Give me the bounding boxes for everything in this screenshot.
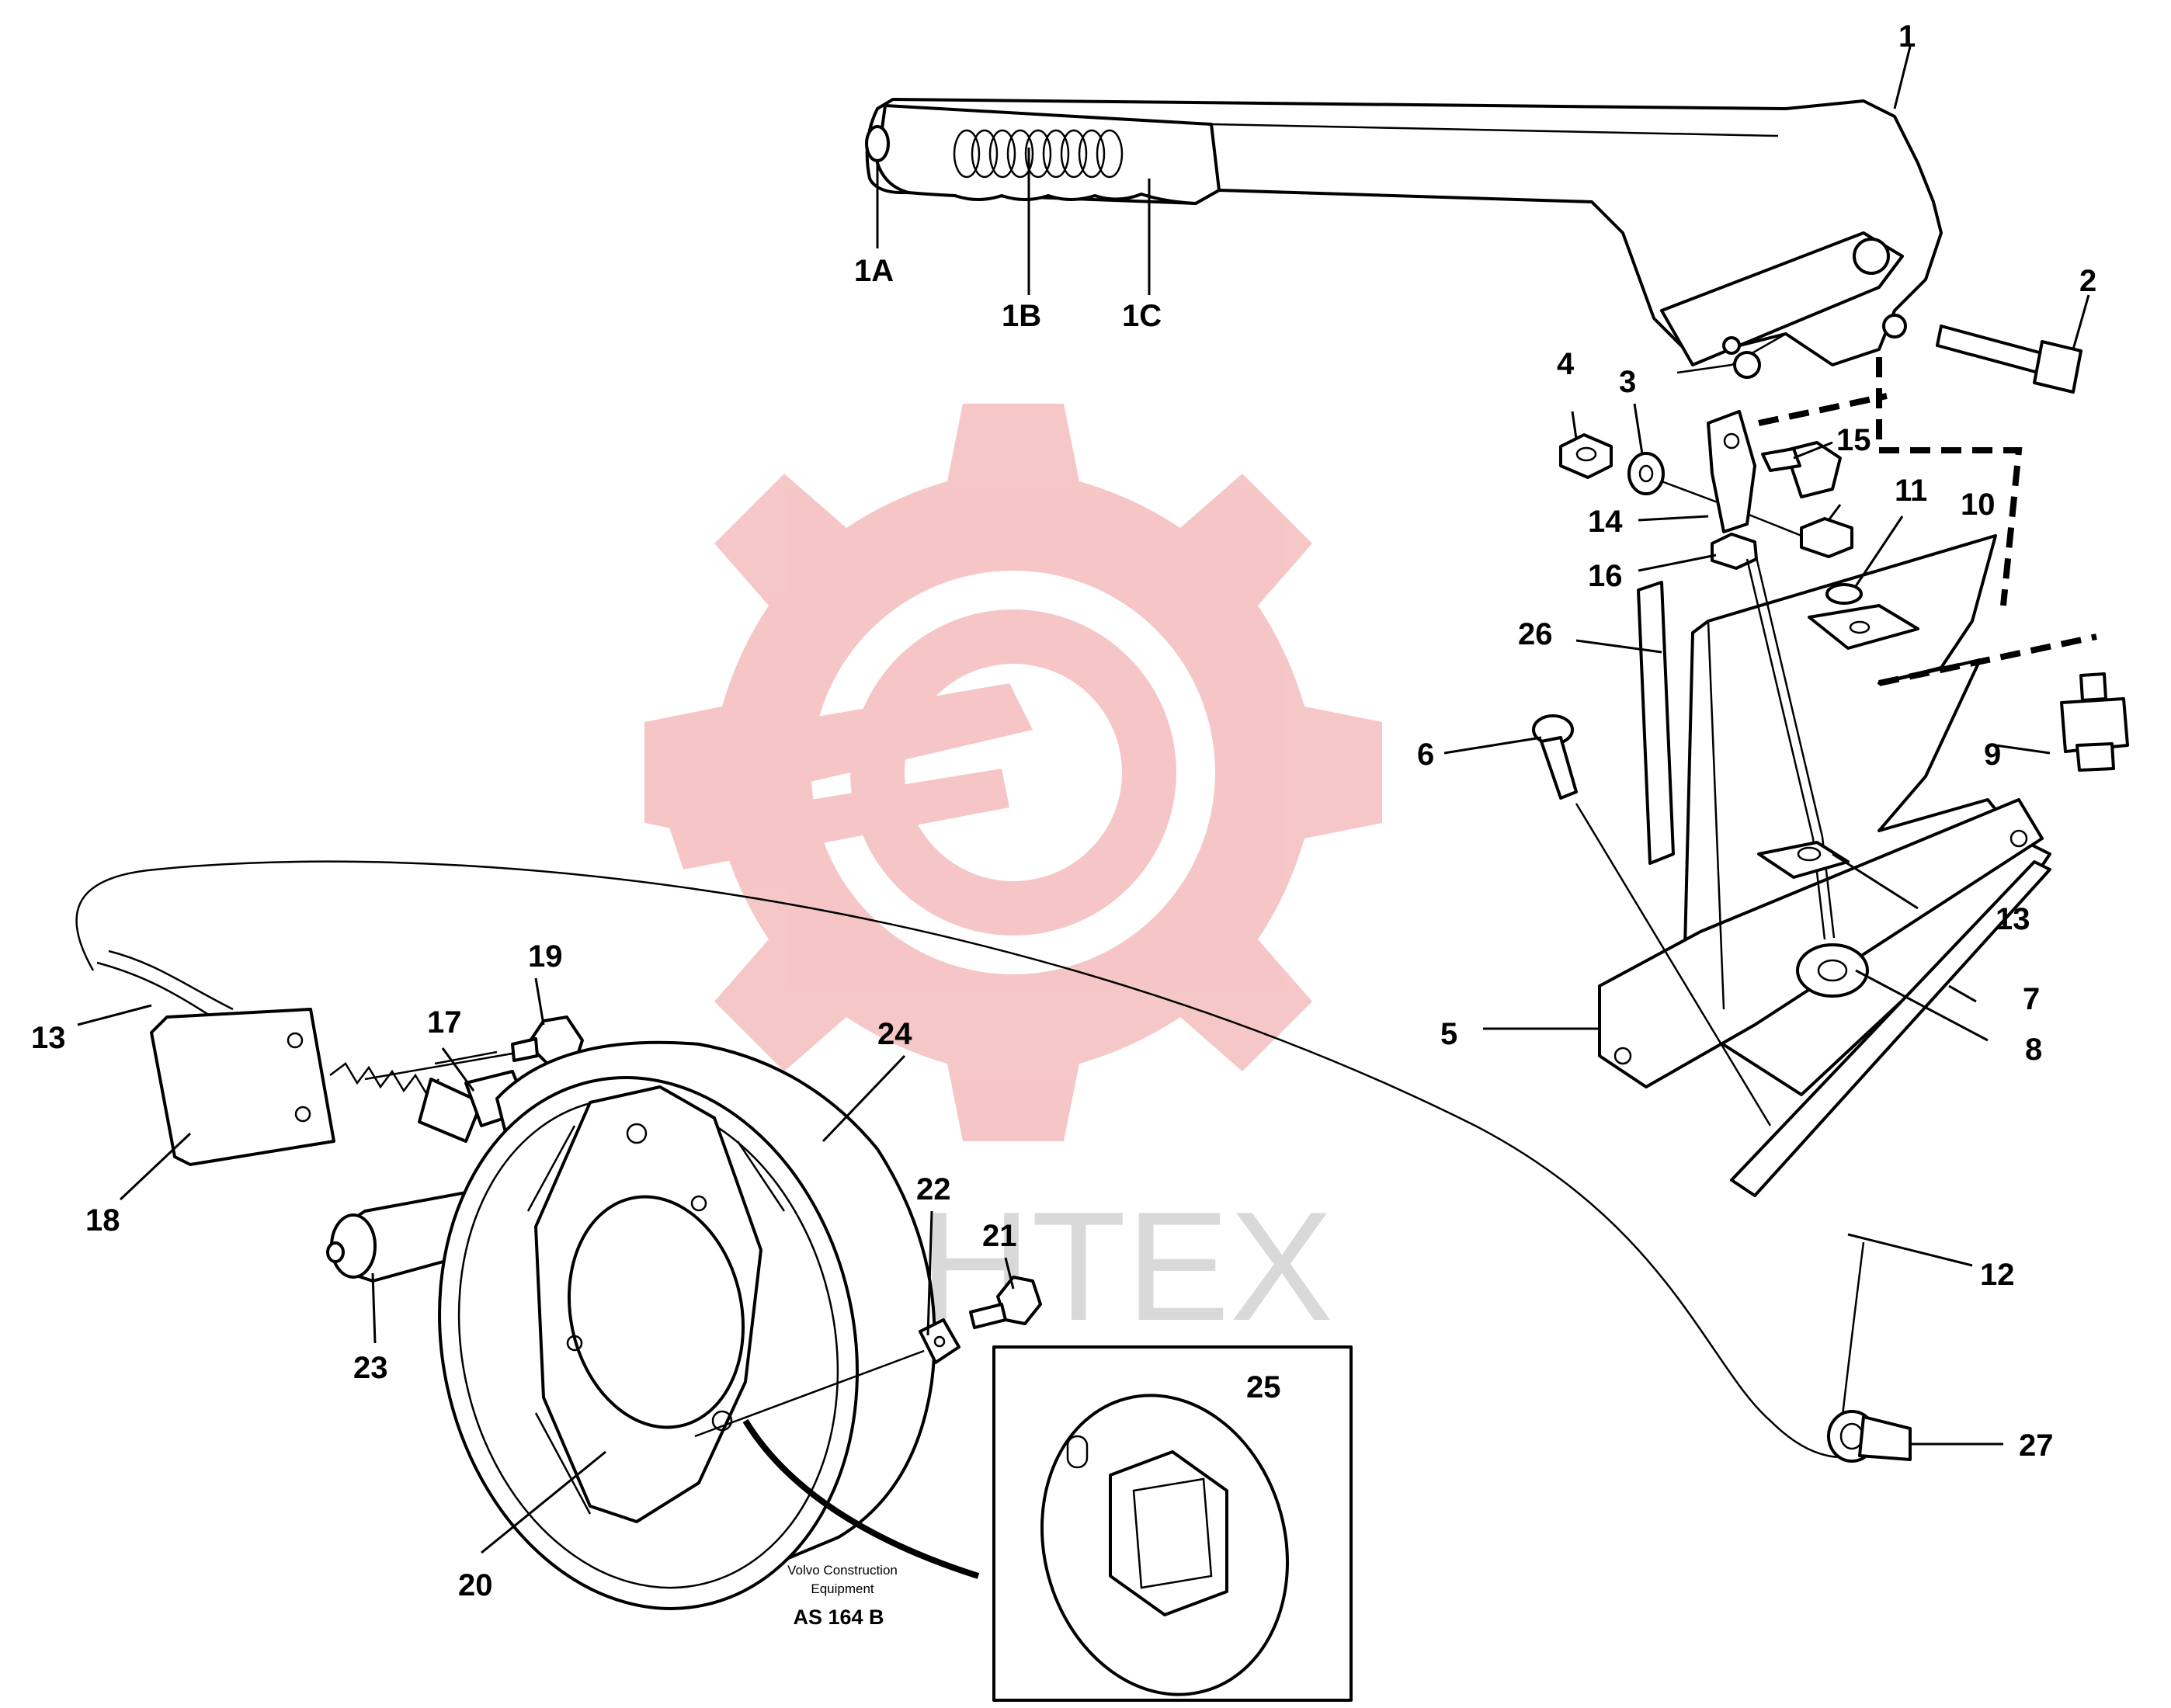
callout-19: 19 [528, 939, 563, 974]
washer-10 [1825, 583, 1863, 605]
callout-9: 9 [1984, 738, 2001, 772]
callout-3: 3 [1619, 365, 1636, 399]
strip-26 [1637, 581, 1675, 865]
nut-21 [969, 1276, 1042, 1329]
wrench-icon [652, 683, 1033, 870]
callout-12: 12 [1980, 1258, 2015, 1292]
callout-5: 5 [1440, 1017, 1457, 1051]
plate-7 [1730, 860, 2051, 1197]
callout-2: 2 [2079, 264, 2096, 298]
callout-25: 25 [1246, 1370, 1281, 1404]
grommet-8 [1796, 943, 1869, 998]
release-button [865, 125, 890, 162]
switch-plate [1808, 604, 1919, 650]
callout-6: 6 [1417, 738, 1434, 772]
washer-13-top [1757, 841, 1850, 879]
callout-27: 27 [2019, 1429, 2054, 1463]
lever-spring [953, 129, 1124, 179]
callout-11: 11 [1895, 474, 1927, 508]
callout-20: 20 [458, 1568, 493, 1602]
callout-7: 7 [2023, 982, 2040, 1016]
switch-9 [2060, 672, 2129, 772]
clamp-27 [1827, 1410, 1912, 1463]
nut-16 [1711, 533, 1758, 570]
pin-15 [1761, 441, 1842, 498]
dashed-links [1758, 357, 2097, 686]
bolt-2 [1936, 325, 2082, 394]
callout-23: 23 [353, 1351, 388, 1385]
callout-8: 8 [2025, 1033, 2042, 1067]
plate-18 [150, 1008, 335, 1166]
callout-labels: 1 1A 1B 1C 2 4 3 15 14 11 10 16 26 6 9 1… [31, 19, 2096, 1602]
washer-3 [1627, 452, 1665, 495]
backplate-20 [438, 1076, 859, 1610]
callout-10: 10 [1961, 488, 1996, 522]
caption-company: Volvo Construction [787, 1563, 898, 1578]
nut-4 [1559, 433, 1613, 479]
callout-1a: 1A [854, 254, 894, 288]
callout-24: 24 [877, 1017, 912, 1051]
callout-17: 17 [427, 1005, 462, 1040]
callout-26: 26 [1518, 617, 1553, 651]
callout-18: 18 [85, 1203, 120, 1238]
callout-22: 22 [916, 1172, 951, 1206]
clevis-14 [1707, 410, 1756, 533]
lever-grip [876, 104, 1221, 205]
screw-6 [1532, 714, 1578, 800]
callout-1c: 1C [1122, 299, 1162, 333]
callout-14: 14 [1588, 505, 1623, 539]
callout-15: 15 [1836, 423, 1871, 457]
caption-subtitle: Equipment [811, 1581, 874, 1596]
caption: Volvo Construction Equipment AS 164 B [787, 1563, 898, 1629]
callout-16: 16 [1588, 559, 1623, 593]
callout-13-right: 13 [1996, 902, 2030, 936]
leader-lines [77, 46, 2090, 1554]
callout-13-left: 13 [31, 1021, 66, 1055]
bolt-22 [919, 1318, 960, 1364]
bracket-5 [1598, 534, 2051, 1096]
caption-code: AS 164 B [793, 1606, 884, 1629]
callout-1b: 1B [1002, 299, 1041, 333]
inset-box-25 [992, 1345, 1353, 1702]
callout-21: 21 [982, 1219, 1017, 1253]
nut-11 [1800, 517, 1853, 558]
callout-1: 1 [1898, 19, 1916, 54]
watermark-logo: ИНТЕХ [644, 404, 1382, 1353]
callout-4: 4 [1557, 347, 1575, 381]
